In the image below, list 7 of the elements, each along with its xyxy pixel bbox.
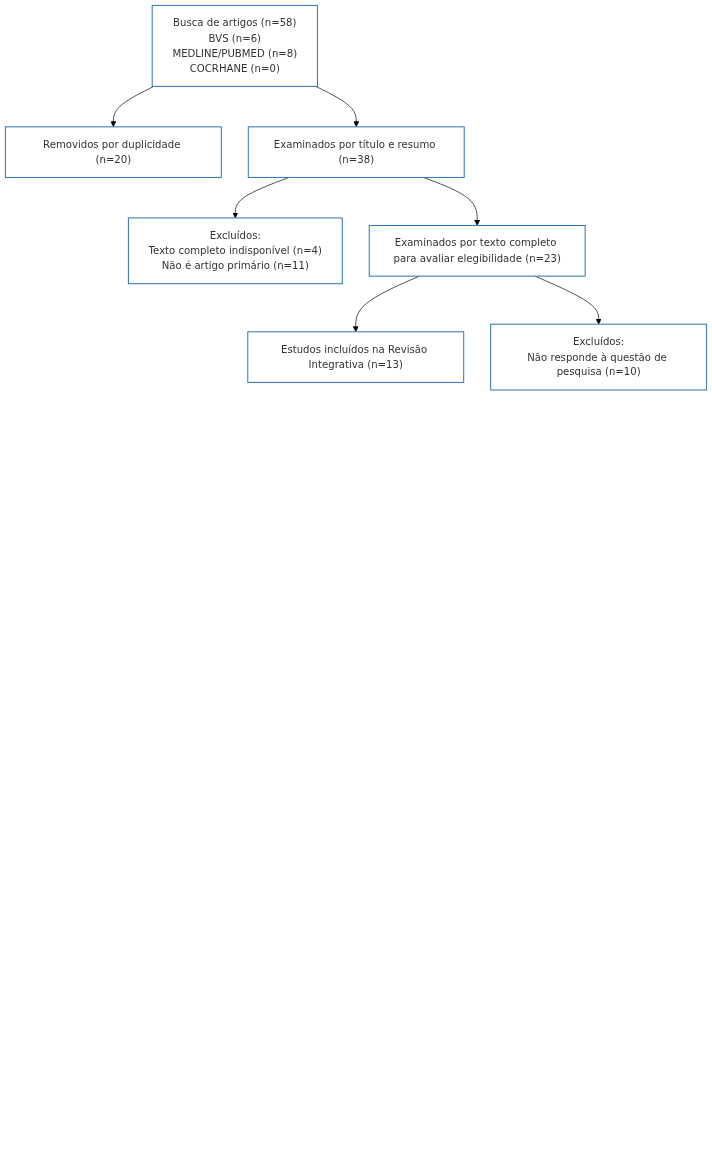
node-box: Removidos por duplicidade (n=20): [4, 126, 222, 178]
node-box: Busca de artigos (n=58) BVS (n=6) MEDLINE/PUBMED (n=8) COCRHANE (n=0): [151, 4, 318, 87]
node-box: Estudos incluídos na Revisão Integrativa (n=13): [247, 331, 465, 383]
node-box: Excluídos: Texto completo indisponível (n=4) Não é artigo primário (n=11): [127, 217, 343, 285]
node-box: Examinados por texto completo para avaliar elegibilidade (n=23): [368, 225, 586, 277]
node-box: Examinados por título e resumo (n=38): [247, 126, 465, 178]
node-box: Excluídos: Não responde à questão de pesquisa (n=10): [490, 323, 708, 391]
